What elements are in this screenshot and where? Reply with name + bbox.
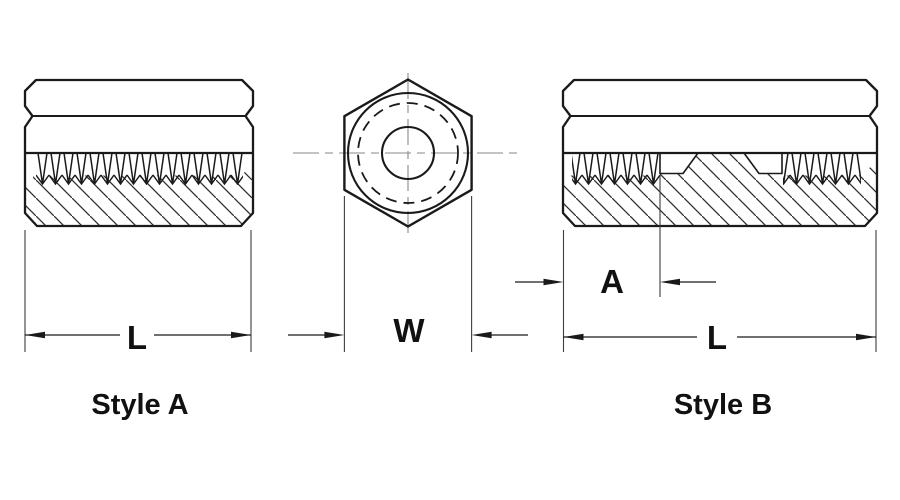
style-a-length-dimension: L bbox=[24, 230, 252, 356]
style-a-outline bbox=[23, 78, 255, 228]
dim-label-length-style-b: L bbox=[707, 319, 727, 356]
style-b-caption: Style B bbox=[674, 389, 772, 421]
style-b-hatch-region bbox=[563, 153, 877, 226]
dim-label-length-style-a: L bbox=[127, 319, 147, 356]
style-a-side-view bbox=[23, 78, 255, 228]
arrowhead-left bbox=[660, 278, 680, 286]
end-view-chamfer-circle bbox=[346, 91, 470, 215]
style-b-outline bbox=[561, 78, 879, 228]
arrowhead-left bbox=[25, 331, 45, 339]
style-b-left-thread-band bbox=[572, 153, 660, 189]
arrowhead-right bbox=[231, 331, 251, 339]
arrowhead-right bbox=[543, 278, 564, 286]
style-b-side-view bbox=[561, 78, 879, 228]
end-view-bore-circle bbox=[380, 125, 436, 181]
style-b-right-thread-band bbox=[783, 153, 861, 189]
style-a-caption: Style A bbox=[91, 389, 188, 421]
arrowhead-right bbox=[324, 331, 345, 339]
end-view-thread-major-circle bbox=[357, 102, 459, 204]
end-view-hexagon bbox=[343, 78, 473, 228]
hex-end-view bbox=[293, 73, 523, 233]
arrowhead-right bbox=[856, 333, 876, 341]
dim-label-tap-depth: A bbox=[600, 263, 624, 300]
style-b-length-dimension: L bbox=[562, 230, 877, 356]
arrowhead-left bbox=[471, 331, 492, 339]
arrowhead-left bbox=[563, 333, 584, 341]
width-dimension: W bbox=[288, 196, 528, 352]
dim-label-width: W bbox=[393, 312, 425, 349]
style-b-right-relief bbox=[743, 152, 783, 175]
style-b-tap-depth-dimension: A bbox=[515, 175, 716, 300]
style-a-thread-band bbox=[36, 153, 243, 189]
style-b-left-relief bbox=[659, 152, 699, 175]
